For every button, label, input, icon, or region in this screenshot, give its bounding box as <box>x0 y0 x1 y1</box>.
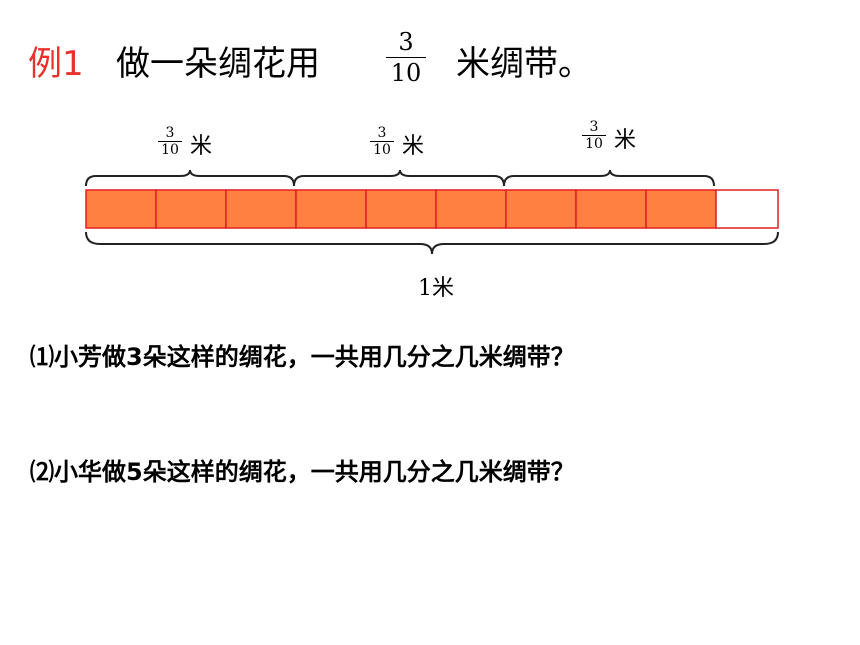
ribbon-cell-filled <box>85 189 157 229</box>
segment-2-denominator: 10 <box>373 142 391 158</box>
fraction-numerator: 3 <box>398 28 414 56</box>
ribbon-cell-filled <box>435 189 507 229</box>
ribbon-cell-filled <box>645 189 717 229</box>
segment-1-numerator: 3 <box>165 125 175 141</box>
segment-3-denominator: 10 <box>585 136 603 152</box>
ribbon-cell-filled <box>295 189 367 229</box>
segment-2-numerator: 3 <box>377 125 387 141</box>
segment-1-unit: 米 <box>190 134 213 159</box>
brace-top-3 <box>503 169 715 187</box>
fraction-denominator: 10 <box>390 59 422 87</box>
total-length-label: 1米 <box>418 276 454 301</box>
title-text: 做一朵绸花用 <box>116 44 320 84</box>
segment-3-numerator: 3 <box>589 119 599 135</box>
fraction-bar <box>386 57 426 58</box>
ribbon-cell-empty <box>715 189 779 229</box>
brace-bottom <box>85 231 779 255</box>
ribbon-cell-filled <box>155 189 227 229</box>
ribbon-cell-filled <box>365 189 437 229</box>
segment-3-unit: 米 <box>614 128 637 153</box>
title-fraction: 3 10 <box>386 30 426 85</box>
segment-1-denominator: 10 <box>161 142 179 158</box>
segment-2-unit: 米 <box>402 134 425 159</box>
ribbon-cell-filled <box>505 189 577 229</box>
question-1: ⑴小芳做3朵这样的绸花，一共用几分之几米绸带？ <box>30 343 575 371</box>
ribbon-cell-filled <box>225 189 297 229</box>
ribbon-cells <box>85 189 779 229</box>
example-label: 例1 <box>28 44 84 84</box>
ribbon-cell-filled <box>575 189 647 229</box>
brace-top-2 <box>293 169 505 187</box>
title-tail: 米绸带。 <box>456 44 592 84</box>
question-2: ⑵小华做5朵这样的绸花，一共用几分之几米绸带？ <box>30 458 575 486</box>
brace-top-1 <box>85 169 295 187</box>
